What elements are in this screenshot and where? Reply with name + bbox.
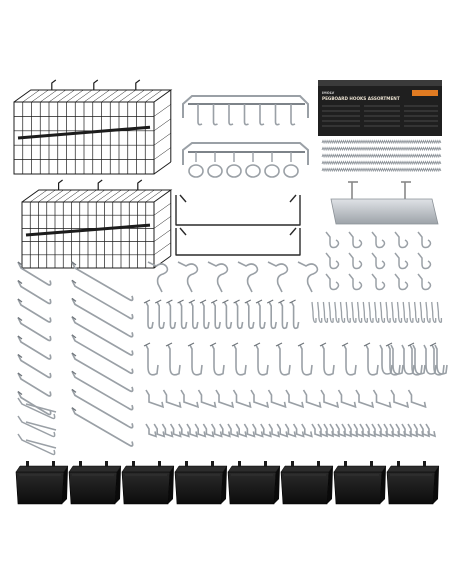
bin-3: [121, 461, 175, 505]
box-title-text: PEGBOARD HOOKS ASSORTMENT: [322, 96, 400, 101]
long-single-hooks-left: [17, 261, 57, 456]
box-spec-lines: [322, 105, 438, 127]
wire-shelf-brackets: [175, 194, 301, 256]
product-packaging-box: IMOLV PEGBOARD HOOKS ASSORTMENT: [318, 80, 442, 136]
wire-basket-bottom: [21, 179, 173, 269]
locking-clip-coils: [321, 139, 442, 173]
ring-holder-bar: [182, 142, 309, 178]
bin-6: [280, 461, 334, 505]
bin-5: [227, 461, 281, 505]
l-hooks-rows: [145, 389, 437, 438]
bin-1: [15, 461, 69, 505]
small-hooks-right-row: [311, 301, 448, 375]
bin-2: [68, 461, 122, 505]
spiral-hooks-set: [147, 261, 319, 293]
bin-4: [174, 461, 228, 505]
box-brand-text: IMOLV: [322, 91, 335, 95]
pegboard-bins-row: [15, 461, 440, 505]
small-j-hooks-rows: [143, 299, 445, 376]
loop-hooks-set: [325, 231, 432, 291]
bin-7: [333, 461, 387, 505]
multi-prong-hanger-bar: [182, 95, 309, 126]
long-single-hooks-right: [71, 261, 134, 447]
bin-8: [386, 461, 440, 505]
wire-basket-top: [13, 79, 173, 175]
metal-shelf-with-brackets: [330, 181, 439, 225]
